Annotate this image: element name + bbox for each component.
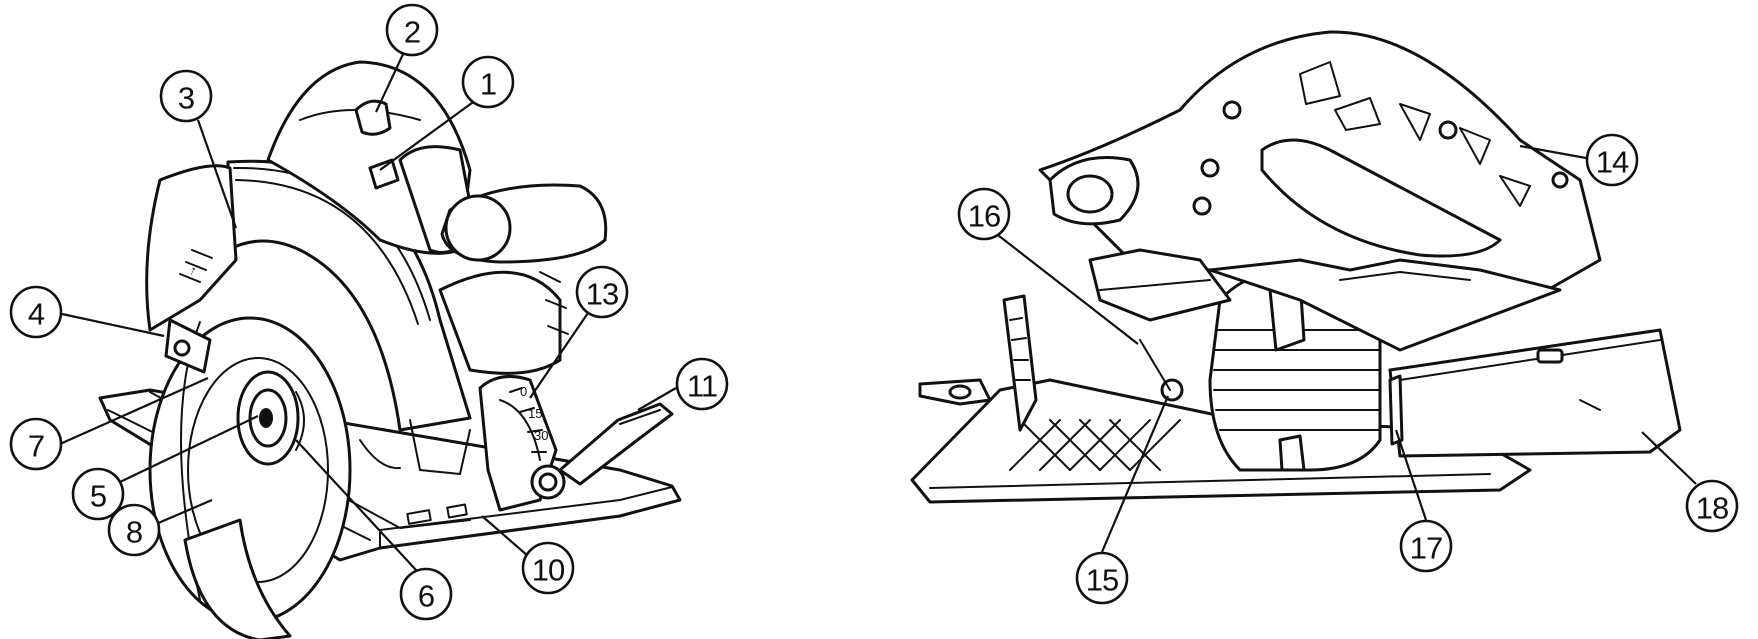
leader-7 <box>59 376 209 446</box>
callout-8: 8 <box>107 503 161 557</box>
leader-10 <box>481 515 529 557</box>
callout-15: 15 <box>1075 551 1129 605</box>
leader-3 <box>196 119 238 229</box>
leader-16 <box>993 231 1139 345</box>
leader-18 <box>1641 431 1697 485</box>
bevel-mark-0: 0 <box>520 384 527 399</box>
front-grip <box>1048 156 1140 226</box>
callouts: 1 2 3 4 5 6 7 8 <box>9 3 1739 621</box>
callout-16: 16 <box>957 187 1011 241</box>
leader-11 <box>637 387 677 411</box>
callout-11: 11 <box>675 357 729 411</box>
callout-4: 4 <box>9 285 63 339</box>
bevel-bracket: 0 15 30 <box>478 374 566 512</box>
callout-13-label: 13 <box>586 277 618 312</box>
callout-2: 2 <box>385 3 439 57</box>
callout-10: 10 <box>521 541 575 595</box>
lower-guard <box>183 518 292 639</box>
blade-guard-side <box>1088 248 1232 402</box>
callout-6: 6 <box>399 567 453 621</box>
leader-17 <box>1394 429 1428 521</box>
callout-14-label: 14 <box>1596 145 1629 180</box>
leader-2 <box>375 49 406 113</box>
leader-13 <box>529 309 591 399</box>
callout-6-label: 6 <box>418 579 434 614</box>
leader-lines <box>59 49 1697 571</box>
callout-16-label: 16 <box>968 199 1000 234</box>
leader-15 <box>1100 395 1170 553</box>
saw-front-view: → <box>98 60 682 639</box>
svg-text:→: → <box>181 261 200 279</box>
battery <box>1388 328 1682 458</box>
leader-5 <box>119 415 259 483</box>
callout-7: 7 <box>9 417 63 471</box>
bevel-mark-15: 15 <box>528 406 542 421</box>
callout-13: 13 <box>575 265 629 319</box>
leader-4 <box>61 312 165 338</box>
blade-clamp <box>236 370 305 466</box>
lock-lever <box>354 99 400 190</box>
callout-5-label: 5 <box>90 479 106 514</box>
callout-1: 1 <box>461 55 515 109</box>
callout-3-label: 3 <box>178 81 194 116</box>
callout-2-label: 2 <box>404 15 420 50</box>
callout-1-label: 1 <box>480 67 496 102</box>
callout-14: 14 <box>1585 133 1639 187</box>
callout-11-label: 11 <box>687 369 717 404</box>
callout-5: 5 <box>71 467 125 521</box>
callout-7-label: 7 <box>28 429 44 464</box>
leader-1 <box>379 99 477 171</box>
callout-8-label: 8 <box>126 515 142 550</box>
side-bevel-plate <box>918 294 1038 432</box>
callout-4-label: 4 <box>28 297 45 332</box>
front-lever <box>164 318 212 374</box>
callout-15-label: 15 <box>1086 563 1118 598</box>
bevel-lever <box>558 402 674 486</box>
rear-handle <box>1038 30 1602 302</box>
callout-10-label: 10 <box>532 553 565 588</box>
callout-17-label: 17 <box>1410 531 1442 566</box>
saw-side-view <box>910 30 1682 504</box>
callout-3: 3 <box>159 69 213 123</box>
leader-6 <box>295 439 417 571</box>
leader-14 <box>1519 144 1587 160</box>
callout-18: 18 <box>1685 479 1739 533</box>
leader-8 <box>155 498 213 526</box>
front-knob <box>440 183 608 264</box>
callout-18-label: 18 <box>1696 491 1728 526</box>
bevel-mark-30: 30 <box>534 428 548 443</box>
callout-17: 17 <box>1399 519 1453 573</box>
